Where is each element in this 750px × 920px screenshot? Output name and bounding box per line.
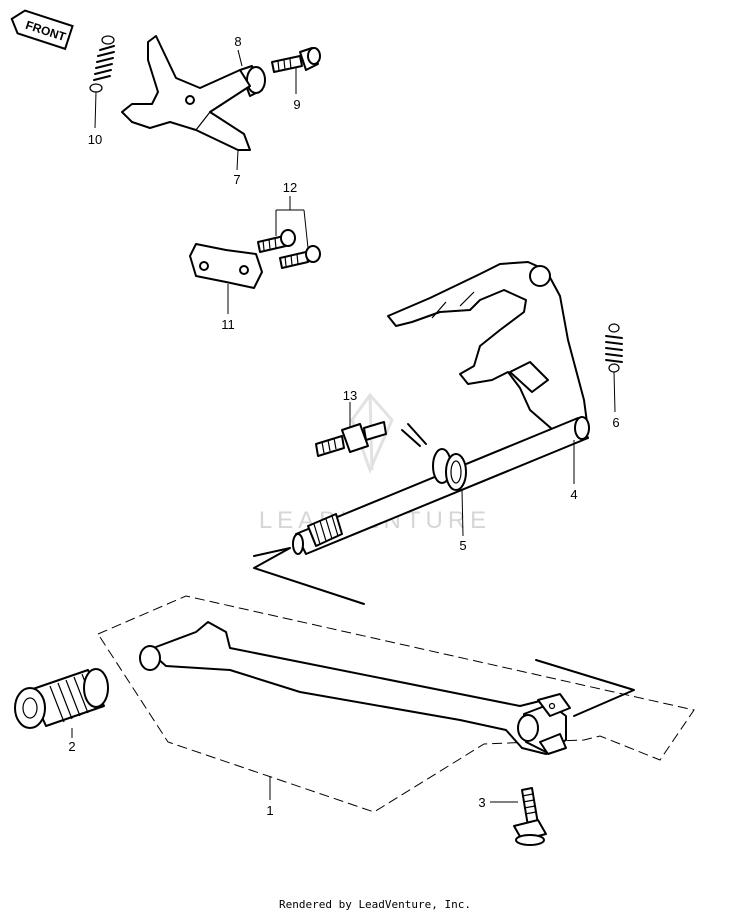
callout-8: 8 [234,34,241,49]
callout-11: 11 [221,317,235,332]
callout-2: 2 [68,739,75,754]
part-5-spring [401,423,467,491]
callout-labels: 10 8 9 7 12 11 13 6 4 5 2 1 3 [68,34,619,818]
part-12-bolts [257,229,321,269]
callout-9: 9 [293,97,300,112]
part-3-bolt [513,787,547,846]
footer-credit: Rendered by LeadVenture, Inc. [278,898,472,911]
part-6-spring [605,323,623,373]
callout-1: 1 [266,803,273,818]
part-2-pedal-rubber [14,668,109,729]
part-11-plate [189,243,263,289]
callout-12: 12 [283,180,297,195]
callout-3: 3 [478,795,485,810]
callout-7: 7 [233,172,240,187]
part-10-spring [89,35,115,93]
part-1-shift-pedal [97,595,695,813]
callout-6: 6 [612,415,619,430]
callout-5: 5 [459,538,466,553]
part-4-shift-shaft [292,261,590,555]
leader-lines [71,49,616,803]
callout-13: 13 [343,388,357,403]
front-arrow-icon: FRONT [10,9,74,51]
part-7-shift-arm [121,35,251,151]
callout-10: 10 [88,132,102,147]
callout-4: 4 [570,487,577,502]
part-13-stud [315,421,387,457]
part-9-bolt [271,47,321,73]
